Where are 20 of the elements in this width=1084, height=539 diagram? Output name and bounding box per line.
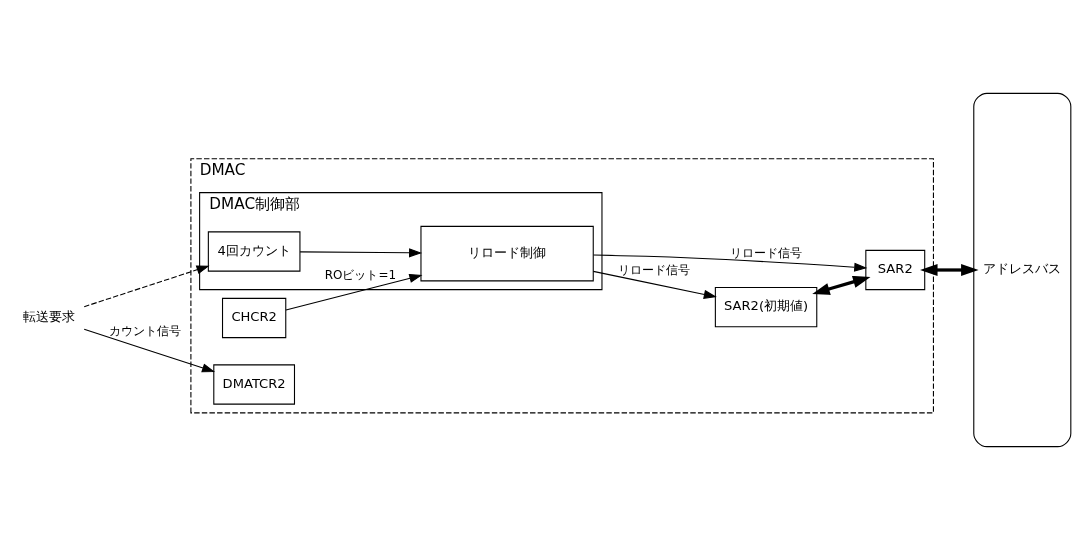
arrow (592, 254, 868, 272)
node-box: DMATCR2 (213, 363, 296, 405)
node-box: リロード制御 (420, 225, 594, 281)
node-box: SAR2 (865, 249, 926, 290)
node-box: 4回カウント (207, 230, 301, 272)
edge-label: リロード信号 (730, 245, 803, 260)
node-text: 転送要求 (22, 308, 75, 324)
node-box: アドレスバス (973, 92, 1072, 447)
node-box: SAR2(初期値) (714, 286, 818, 327)
arrow (812, 275, 871, 295)
arrow (285, 273, 423, 311)
arrow (83, 264, 210, 307)
arrow (299, 247, 423, 257)
arrow (83, 328, 216, 372)
node-box: CHCR2 (221, 297, 287, 338)
edge-label: カウント信号 (109, 323, 182, 338)
arrow (592, 270, 717, 299)
edge-label: ROビット=1 (324, 267, 397, 281)
edge-label: リロード信号 (618, 262, 691, 277)
arrow (920, 263, 979, 276)
